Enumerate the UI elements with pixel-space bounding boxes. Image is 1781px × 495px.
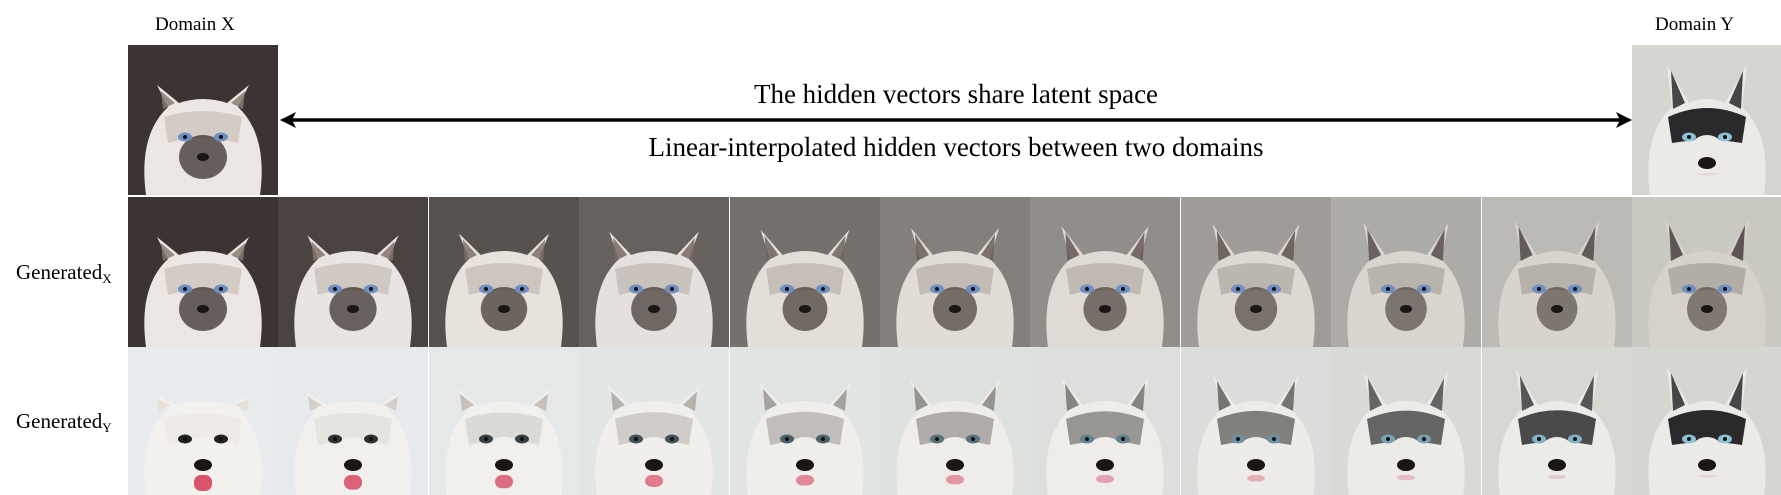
- domain-x-source-image: [128, 45, 278, 195]
- generated-y-image-8: [1181, 347, 1331, 495]
- generated-x-label-subscript: X: [102, 271, 112, 286]
- generated-x-image-8: [1181, 197, 1331, 347]
- generated-y-image-6: [880, 347, 1030, 495]
- generated-y-image-1: [128, 347, 278, 495]
- arrow-head-right: [1616, 112, 1632, 128]
- generated-x-image-9: [1331, 197, 1481, 347]
- generated-y-row-label: GeneratedY: [16, 409, 112, 440]
- generated-y-image-7: [1030, 347, 1180, 495]
- arrow-head-left: [280, 112, 296, 128]
- generated-x-image-1: [128, 197, 278, 347]
- domain-y-label: Domain Y: [1655, 14, 1734, 35]
- generated-x-image-6: [880, 197, 1030, 347]
- generated-x-label-text: Generated: [16, 260, 103, 284]
- generated-x-image-10: [1482, 197, 1632, 347]
- generated-x-row-label: GeneratedX: [16, 260, 112, 291]
- generated-y-image-2: [278, 347, 428, 495]
- generated-x-image-5: [730, 197, 880, 347]
- domain-x-label: Domain X: [155, 14, 235, 35]
- generated-y-image-3: [429, 347, 579, 495]
- generated-y-label-text: Generated: [16, 409, 103, 433]
- generated-x-image-3: [429, 197, 579, 347]
- domain-y-source-image: [1632, 45, 1781, 195]
- caption-linear-interpolation: Linear-interpolated hidden vectors betwe…: [648, 132, 1264, 162]
- generated-y-image-5: [730, 347, 880, 495]
- generated-y-image-10: [1482, 347, 1632, 495]
- double-headed-arrow: [280, 112, 1632, 128]
- generated-y-image-11: [1632, 347, 1781, 495]
- generated-x-image-7: [1030, 197, 1180, 347]
- generated-x-image-4: [579, 197, 729, 347]
- caption-shared-latent-space: The hidden vectors share latent space: [753, 79, 1159, 109]
- generated-y-image-9: [1331, 347, 1481, 495]
- generated-y-image-4: [579, 347, 729, 495]
- generated-x-image-11: [1632, 197, 1781, 347]
- generated-x-image-2: [278, 197, 428, 347]
- generated-y-label-subscript: Y: [102, 420, 112, 435]
